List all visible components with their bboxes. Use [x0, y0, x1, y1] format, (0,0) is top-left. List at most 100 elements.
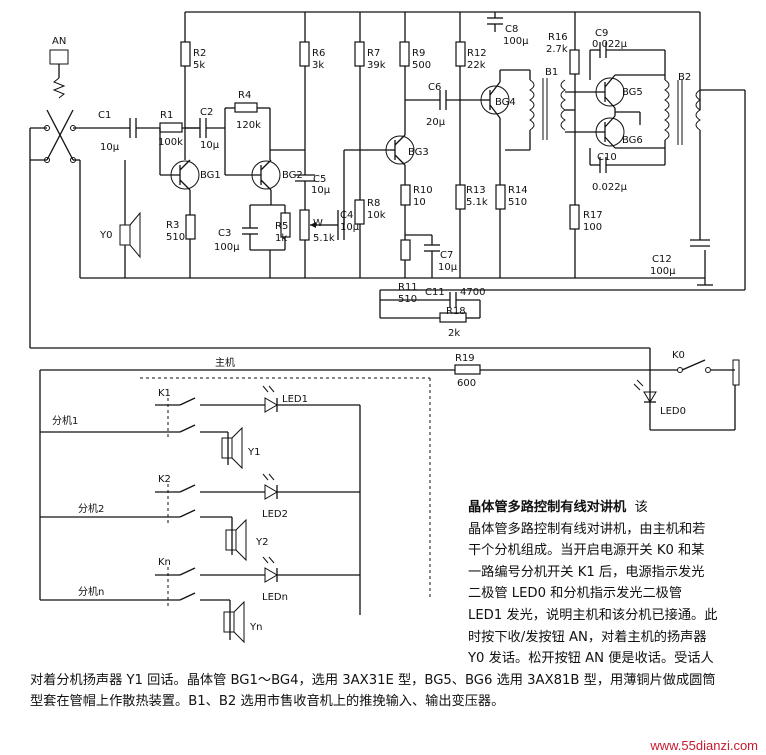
label-c11: C11 [425, 287, 445, 298]
label-bg6: BG6 [622, 135, 643, 146]
label-r9-value: 500 [412, 60, 431, 71]
label-k1: K1 [158, 388, 171, 399]
switch-k0 [650, 359, 740, 386]
resistor-r16 [569, 49, 580, 75]
description-line-3: 一路编号分机开关 K1 后，电源指示发光 [468, 564, 705, 580]
label-r11: R11 [398, 282, 418, 293]
label-r18: R18 [446, 306, 466, 317]
label-r16: R16 [548, 32, 568, 43]
label-c5-value: 10μ [311, 185, 331, 196]
label-b2: B2 [678, 72, 691, 83]
label-main: 主机 [215, 356, 235, 369]
label-r6-value: 3k [312, 60, 324, 71]
label-c9: C9 [595, 28, 608, 39]
label-led0: LED0 [660, 406, 686, 417]
capacitor-c9 [589, 42, 665, 80]
label-c2: C2 [200, 107, 213, 118]
label-c8-value: 100μ [503, 36, 529, 47]
speaker-y0 [119, 160, 141, 278]
label-r18-value: 2k [448, 328, 460, 339]
label-r10: R10 [413, 185, 433, 196]
description-line-1: 晶体管多路控制有线对讲机，由主机和若 [468, 521, 706, 537]
main-bus [30, 347, 736, 600]
label-c10-value: 0.022μ [592, 182, 628, 193]
capacitor-c2 [185, 118, 225, 138]
label-extn: 分机n [78, 585, 104, 598]
extension-n [40, 556, 360, 644]
transformer-b1 [505, 70, 566, 151]
label-y0: Y0 [99, 230, 112, 241]
label-r19-value: 600 [457, 378, 476, 389]
label-c4: C4 [340, 210, 353, 221]
label-bg3: BG3 [408, 147, 429, 158]
supply-rail [185, 11, 701, 110]
component-labels: AN C1 10μ R1 100k R2 5k C2 10μ R4 120k B… [52, 24, 691, 633]
label-bg4: BG4 [495, 97, 516, 108]
transistor-bg3 [385, 134, 415, 185]
label-r16-value: 2.7k [546, 44, 568, 55]
capacitor-c6 [405, 90, 480, 110]
resistor-r12 [455, 41, 466, 67]
label-c12: C12 [652, 254, 672, 265]
label-bg2: BG2 [282, 170, 303, 181]
extension-2 [40, 473, 360, 562]
label-c1: C1 [98, 110, 111, 121]
label-c2-value: 10μ [200, 140, 220, 151]
label-r12-value: 22k [467, 60, 486, 71]
label-r8-value: 10k [367, 210, 386, 221]
description-line-9: 型套在管帽上作散热装置。B1、B2 选用市售收音机上的推挽输入、输出变压器。 [30, 694, 505, 710]
label-c3: C3 [218, 228, 231, 239]
label-r3-value: 510 [166, 232, 185, 243]
resistor-r19 [454, 364, 481, 375]
label-r13-value: 5.1k [466, 197, 488, 208]
label-r17-value: 100 [583, 222, 602, 233]
label-r14: R14 [508, 185, 528, 196]
label-c9-value: 0.022μ [592, 39, 628, 50]
resistor-r14 [495, 184, 506, 210]
label-bg1: BG1 [200, 170, 221, 181]
label-w: W [313, 218, 323, 229]
label-r11-value: 510 [398, 294, 417, 305]
ground-rail [125, 250, 713, 286]
label-r10-value: 10 [413, 197, 426, 208]
capacitor-c7 [405, 234, 440, 278]
description: 晶体管多路控制有线对讲机 该 晶体管多路控制有线对讲机，由主机和若 干个分机组成… [30, 497, 758, 713]
resistor-r13 [455, 184, 466, 210]
label-kn: Kn [158, 557, 171, 568]
led0 [633, 379, 657, 403]
label-r17: R17 [583, 210, 603, 221]
description-line-6: 时按下收/发按钮 AN，对着主机的扬声器 [468, 629, 707, 645]
potentiometer-w [299, 209, 330, 278]
extension-1 [39, 370, 361, 615]
label-r7: R7 [367, 48, 380, 59]
label-r2-value: 5k [193, 60, 205, 71]
label-k2: K2 [158, 474, 171, 485]
label-c7: C7 [440, 250, 453, 261]
transistor-bg4 [480, 69, 530, 185]
label-r19: R19 [455, 353, 475, 364]
label-r3: R3 [166, 220, 179, 231]
label-r6: R6 [312, 48, 325, 59]
label-an: AN [52, 36, 66, 47]
label-bg5: BG5 [622, 87, 643, 98]
label-c12-value: 100μ [650, 266, 676, 277]
label-c7-value: 10μ [438, 262, 458, 273]
resistor-r6 [299, 41, 310, 67]
resistor-r3 [185, 214, 196, 240]
label-w-value: 5.1k [313, 233, 335, 244]
label-c6: C6 [428, 82, 441, 93]
transformer-b2 [379, 50, 746, 318]
resistor-r1 [159, 122, 183, 133]
label-ledn: LEDn [262, 592, 288, 603]
capacitor-c8 [487, 12, 503, 32]
label-r12: R12 [467, 48, 487, 59]
label-c3-value: 100μ [214, 242, 240, 253]
resistor-r7 [354, 41, 365, 67]
label-c8: C8 [505, 24, 518, 35]
label-c4-value: 10μ [340, 222, 360, 233]
resistor-r2 [180, 41, 191, 67]
resistor-r17 [569, 204, 580, 230]
resistor-r9 [399, 41, 410, 67]
label-led1: LED1 [282, 394, 308, 405]
label-r9: R9 [412, 48, 425, 59]
